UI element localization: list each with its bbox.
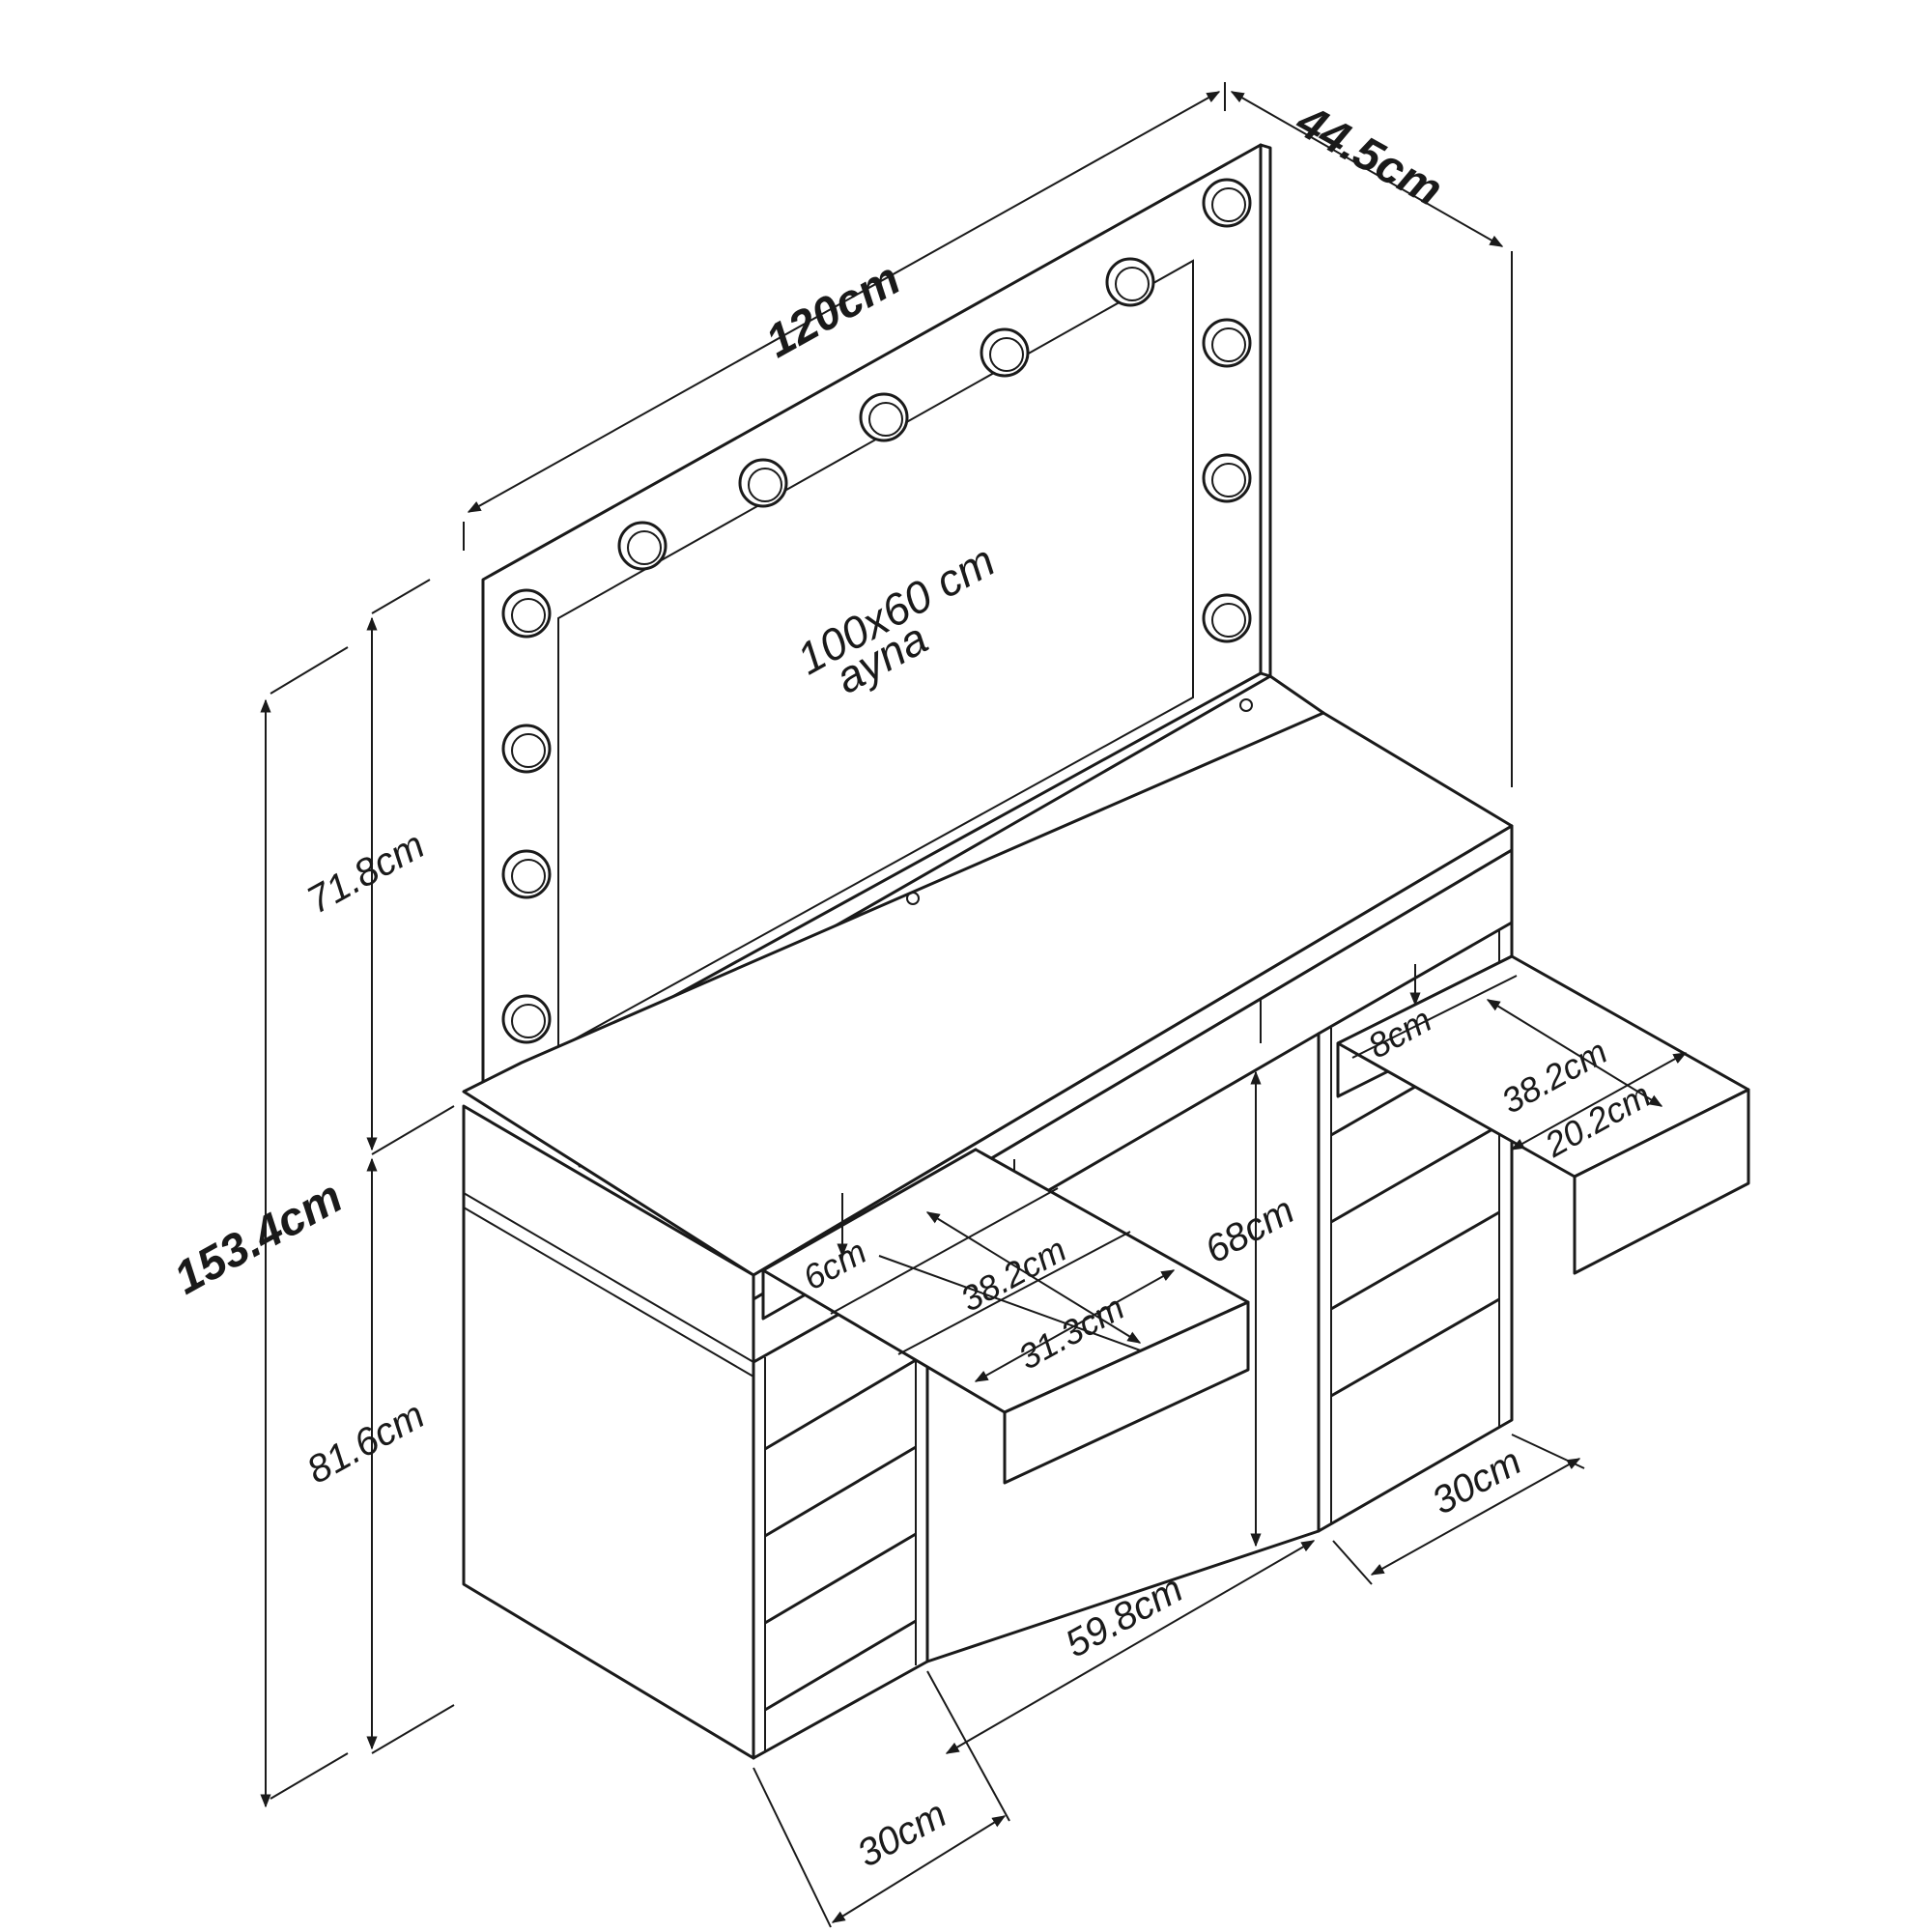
drawer-inner-edge <box>1351 975 1518 1059</box>
extension-line <box>926 1670 1010 1822</box>
drawer-divider <box>1330 1123 1500 1224</box>
depth-label: 44.5cm <box>1288 95 1451 216</box>
width-dimension-line <box>467 91 1221 513</box>
bulb-icon <box>859 392 909 442</box>
drawer-front-panel <box>1573 1088 1750 1275</box>
bulb-glass <box>511 859 546 894</box>
left-cabinet-depth-line <box>831 1815 1007 1923</box>
bulb-icon <box>980 327 1030 378</box>
total-height-label: 153.4cm <box>166 1171 351 1304</box>
bulb-icon <box>1202 593 1252 643</box>
cable-hole-icon <box>906 892 920 905</box>
bulb-glass <box>627 530 662 565</box>
extension-line <box>371 579 431 614</box>
bulb-glass <box>511 598 546 633</box>
bulb-glass <box>1211 603 1246 638</box>
desk-height-label: 81.6cm <box>300 1394 432 1492</box>
bulb-icon <box>501 994 552 1044</box>
bulb-icon <box>1105 257 1155 307</box>
left-drawer-width-line <box>974 1269 1176 1382</box>
width-label: 120cm <box>757 253 908 368</box>
extension-line <box>1332 1540 1373 1585</box>
dimension-lines <box>260 82 1688 1928</box>
extension-line <box>270 1752 349 1800</box>
cable-hole-icon <box>1239 698 1253 712</box>
drawer-divider <box>764 1619 917 1712</box>
extension-line <box>371 1105 455 1155</box>
drawer-divider <box>1330 1297 1500 1398</box>
desk-top <box>462 711 1514 1277</box>
bulb-glass <box>511 733 546 768</box>
bulb-icon <box>617 521 668 571</box>
top-edge-line <box>463 1207 754 1378</box>
depth-dimension-line <box>1230 91 1504 247</box>
right-drawer-width-line <box>1510 1052 1688 1151</box>
right-cabinet-depth-line <box>1370 1458 1581 1576</box>
bulb-icon <box>1202 318 1252 368</box>
top-edge-line <box>463 1192 754 1363</box>
extension-line <box>753 1767 832 1928</box>
bulb-glass <box>511 1004 546 1038</box>
drawer-divider <box>1330 1210 1500 1311</box>
drawer-divider <box>764 1445 917 1538</box>
bulb-icon <box>1202 178 1252 228</box>
bulb-icon <box>501 588 552 639</box>
extension-line <box>270 646 349 695</box>
bulb-icon <box>501 849 552 899</box>
drawer-divider <box>764 1358 917 1451</box>
bulb-icon <box>738 458 788 508</box>
left-cabinet-depth-label: 30cm <box>850 1793 953 1876</box>
left-cabinet-drawers <box>764 1358 917 1712</box>
bulb-icon <box>501 724 552 774</box>
bulb-icon <box>1202 453 1252 503</box>
extension-line <box>371 1704 455 1754</box>
mirror-height-label: 71.8cm <box>300 824 432 923</box>
knee-width-line <box>945 1540 1316 1754</box>
extension-line <box>1511 1434 1585 1469</box>
drawer-divider <box>764 1532 917 1625</box>
